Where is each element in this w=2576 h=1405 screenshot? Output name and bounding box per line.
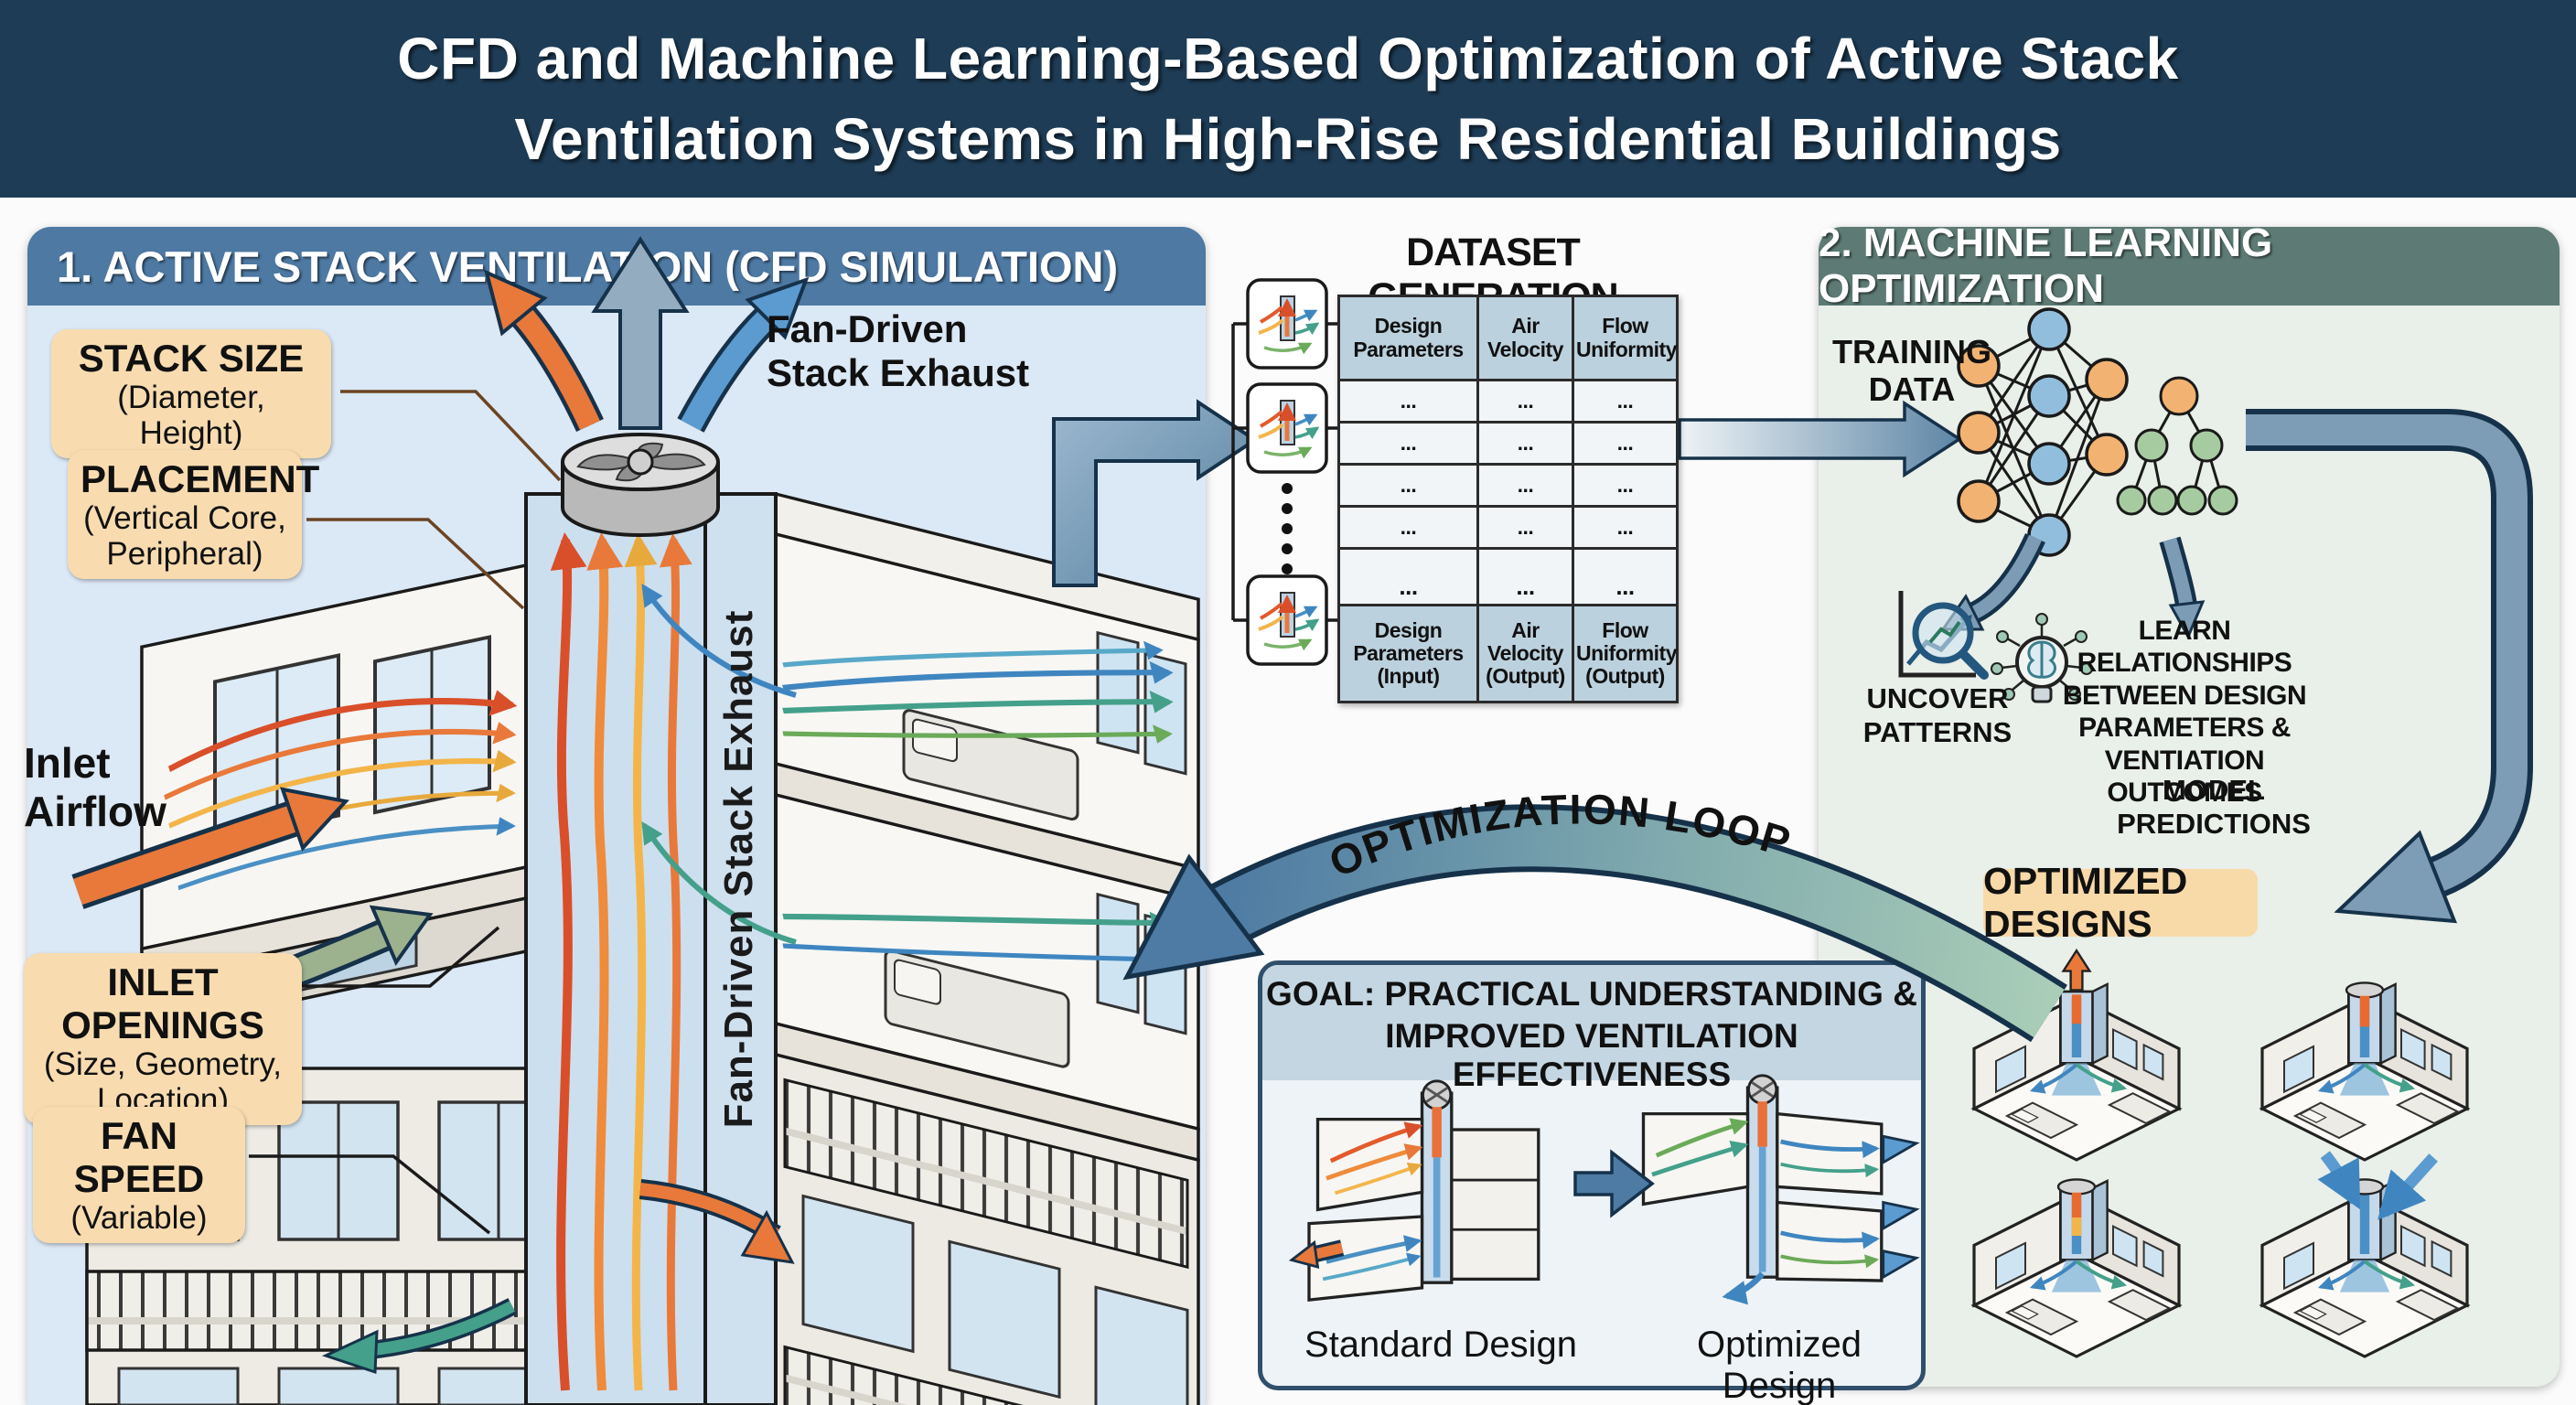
table-row: ... ... ... xyxy=(1337,505,1679,550)
standard-design-label: Standard Design xyxy=(1304,1325,1577,1365)
table-cell: ... xyxy=(1337,505,1479,550)
table-cell: ... xyxy=(1476,463,1574,508)
table-footer-cell: Design Parameters (Input) xyxy=(1337,604,1479,703)
goal-title-1: GOAL: PRACTICAL UNDERSTANDING & xyxy=(1266,975,1917,1013)
optimized-design-label: Optimized Design xyxy=(1696,1325,1862,1405)
table-row: ... ... ... xyxy=(1337,463,1679,508)
placement-sub-1: (Vertical Core, xyxy=(83,500,286,537)
table-footer-row: Design Parameters (Input) Air Velocity (… xyxy=(1337,604,1679,703)
table-header-cell: Air Velocity xyxy=(1476,295,1574,381)
table-row: ... ... ... xyxy=(1337,379,1679,424)
table-row: ... ... ... xyxy=(1337,547,1679,606)
optimized-designs-label: OPTIMIZED DESIGNS xyxy=(1983,860,2258,945)
fan-speed-sub: (Variable) xyxy=(70,1200,208,1237)
table-cell: ... xyxy=(1572,463,1679,508)
inlet-openings-callout: INLET OPENINGS (Size, Geometry, Location… xyxy=(24,953,302,1126)
table-cell: ... xyxy=(1572,547,1679,606)
table-cell: ... xyxy=(1572,379,1679,424)
stack-size-sub: (Diameter, Height) xyxy=(117,380,265,452)
model-predictions-label: MODEL PREDICTIONS xyxy=(2117,774,2311,840)
stack-size-callout: STACK SIZE (Diameter, Height) xyxy=(51,329,331,459)
table-cell: ... xyxy=(1572,421,1679,466)
fan-speed-callout: FAN SPEED (Variable) xyxy=(33,1107,245,1244)
table-header-cell: Flow Uniformity xyxy=(1572,295,1679,381)
table-footer-cell: Air Velocity (Output) xyxy=(1476,604,1574,703)
dataset-table: Design Parameters Air Velocity Flow Unif… xyxy=(1337,295,1679,703)
fan-speed-title: FAN SPEED xyxy=(73,1114,205,1201)
placement-title: PLACEMENT xyxy=(80,457,320,500)
inlet-airflow-label: Inlet Airflow xyxy=(24,739,166,835)
goal-title-2: IMPROVED VENTILATION EFFECTIVENESS xyxy=(1385,1017,1798,1093)
training-data-label: TRAINING DATA xyxy=(1832,333,1991,409)
title-line-2: Ventilation Systems in High-Rise Residen… xyxy=(514,106,2062,172)
uncover-patterns-label: UNCOVER PATTERNS xyxy=(1862,682,2012,748)
table-cell: ... xyxy=(1337,421,1479,466)
placement-sub-2: Peripheral) xyxy=(106,536,263,573)
table-footer-cell: Flow Uniformity (Output) xyxy=(1572,604,1679,703)
ml-panel-header: 2. MACHINE LEARNING OPTIMIZATION xyxy=(1819,220,2560,311)
table-cell: ... xyxy=(1337,463,1479,508)
placement-callout: PLACEMENT (Vertical Core, Peripheral) xyxy=(68,450,320,580)
table-cell: ... xyxy=(1572,505,1679,550)
title-bar: CFD and Machine Learning-Based Optimizat… xyxy=(0,0,2576,198)
table-cell: ... xyxy=(1337,547,1479,606)
title-line-1: CFD and Machine Learning-Based Optimizat… xyxy=(397,25,2179,91)
table-cell: ... xyxy=(1476,505,1574,550)
table-header-row: Design Parameters Air Velocity Flow Unif… xyxy=(1337,295,1679,381)
inlet-openings-title: INLET OPENINGS xyxy=(61,960,264,1047)
table-cell: ... xyxy=(1476,379,1574,424)
table-cell: ... xyxy=(1476,547,1574,606)
fan-exhaust-label: Fan-Driven Stack Exhaust xyxy=(767,307,1030,395)
inlet-openings-sub-1: (Size, Geometry, xyxy=(44,1046,282,1083)
table-header-cell: Design Parameters xyxy=(1337,295,1479,381)
table-cell: ... xyxy=(1337,379,1479,424)
stack-size-title: STACK SIZE xyxy=(78,337,305,380)
table-cell: ... xyxy=(1476,421,1574,466)
table-row: ... ... ... xyxy=(1337,421,1679,466)
